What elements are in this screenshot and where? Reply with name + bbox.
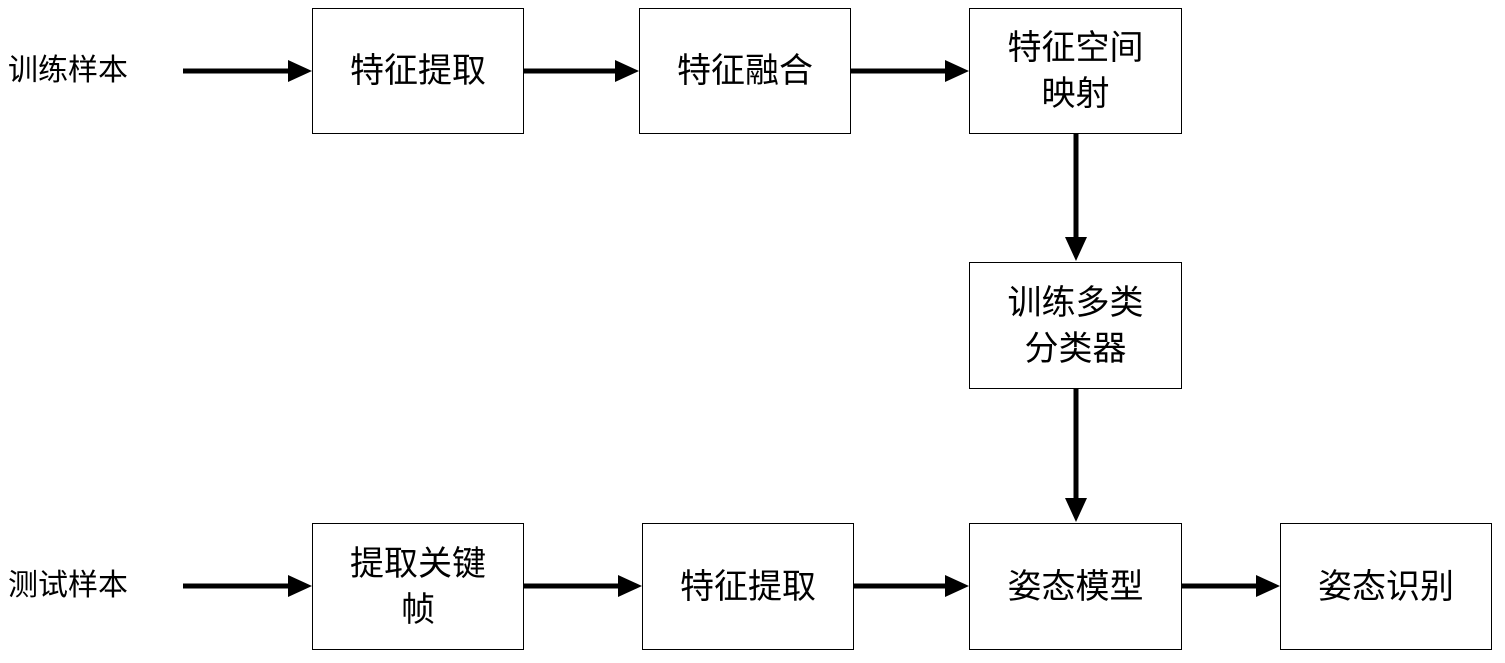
extract-key-frames-text-line-1: 提取关键 xyxy=(350,541,486,587)
arrow-key-frames-to-feature-extract xyxy=(524,575,642,597)
extract-key-frames-text-line-2: 帧 xyxy=(401,587,435,633)
feature-extract-top-text: 特征提取 xyxy=(350,48,486,94)
arrow-feature-extract-to-feature-fusion xyxy=(524,60,639,82)
pose-recognition-box: 姿态识别 xyxy=(1280,523,1492,650)
train-multiclass-classifier-text-line-1: 训练多类 xyxy=(1008,280,1144,326)
test-samples-label: 测试样本 xyxy=(8,566,128,606)
feature-space-mapping-box: 特征空间 映射 xyxy=(969,8,1182,134)
arrow-pose-model-to-pose-recognition xyxy=(1182,575,1280,597)
arrow-train-samples-to-feature-extract xyxy=(183,60,312,82)
pose-model-text: 姿态模型 xyxy=(1008,564,1144,610)
arrow-feature-extract-to-pose-model xyxy=(854,575,969,597)
arrow-space-mapping-to-classifier xyxy=(1065,134,1087,261)
feature-fusion-text: 特征融合 xyxy=(677,48,813,94)
extract-key-frames-box: 提取关键 帧 xyxy=(312,523,524,650)
feature-extract-bottom-box: 特征提取 xyxy=(642,523,854,650)
train-multiclass-classifier-box: 训练多类 分类器 xyxy=(969,262,1182,389)
train-multiclass-classifier-text-line-2: 分类器 xyxy=(1025,326,1127,372)
arrow-feature-fusion-to-space-mapping xyxy=(851,60,969,82)
feature-fusion-box: 特征融合 xyxy=(639,8,851,134)
arrow-classifier-to-pose-model xyxy=(1065,389,1087,522)
feature-extract-bottom-text: 特征提取 xyxy=(680,564,816,610)
feature-space-mapping-text-line-1: 特征空间 xyxy=(1008,25,1144,71)
pose-recognition-text: 姿态识别 xyxy=(1318,564,1454,610)
arrow-test-samples-to-key-frames xyxy=(183,575,312,597)
pose-model-box: 姿态模型 xyxy=(969,523,1182,650)
feature-extract-top-box: 特征提取 xyxy=(312,8,524,134)
feature-space-mapping-text-line-2: 映射 xyxy=(1042,71,1110,117)
train-samples-label: 训练样本 xyxy=(8,51,128,91)
